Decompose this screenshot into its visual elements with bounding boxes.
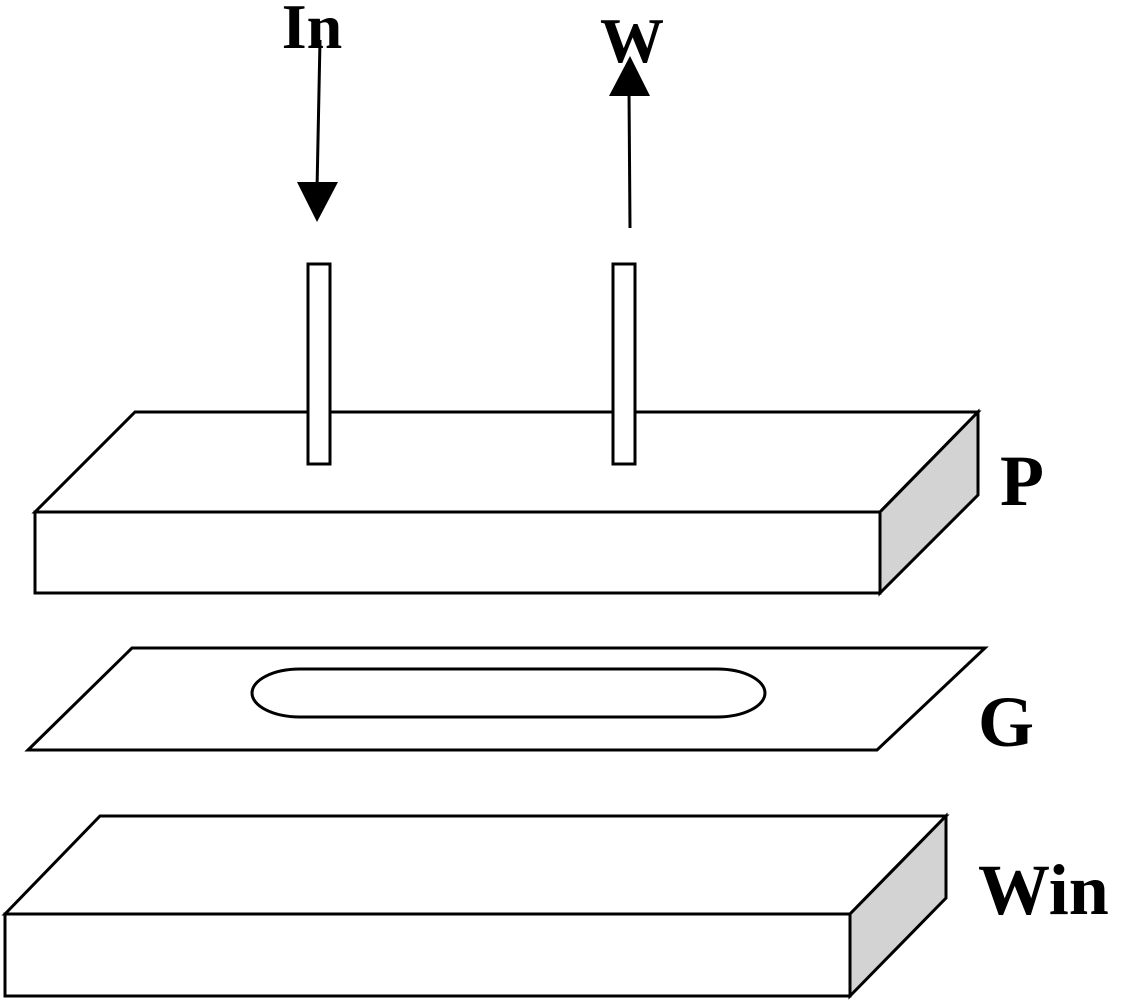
inlet-arrow-shaft <box>315 39 322 191</box>
inlet-arrowhead <box>297 182 338 222</box>
waste-label: W <box>600 5 664 76</box>
waste-arrow-shaft <box>627 89 632 229</box>
window-label: Win <box>978 850 1109 930</box>
gasket-channel-cutout <box>250 667 767 719</box>
inlet-tube <box>306 262 332 466</box>
inlet-flow-arrow <box>297 39 338 222</box>
window-front-face <box>3 912 852 998</box>
plate-top-face <box>31 410 982 514</box>
plate-front-face <box>33 510 882 595</box>
gasket-label: G <box>978 682 1034 762</box>
gasket-sheet <box>24 646 989 752</box>
waste-flow-arrow <box>609 56 650 229</box>
outlet-tube <box>611 262 637 466</box>
plate-label: P <box>1000 441 1044 521</box>
waste-arrowhead <box>609 56 650 96</box>
window-block <box>1 812 950 1000</box>
window-top-face <box>1 814 950 916</box>
plate-block <box>31 408 982 597</box>
inlet-label: In <box>282 0 343 62</box>
